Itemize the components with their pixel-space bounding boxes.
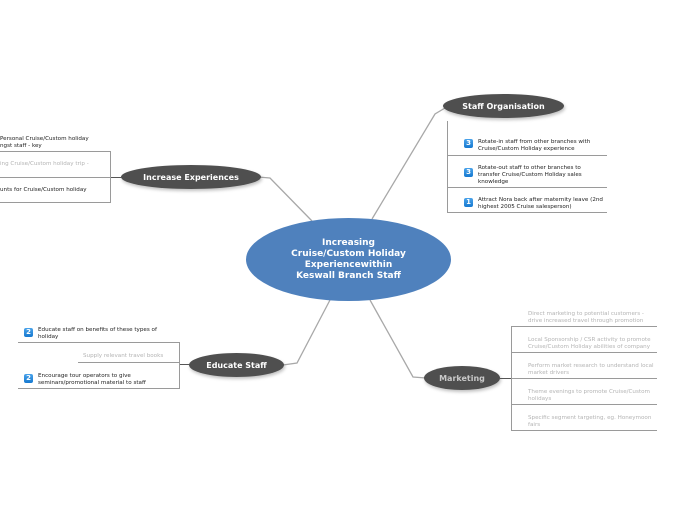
item-text: Attract Nora back after maternity leave … [478,197,603,210]
marketing-item[interactable]: Local Sponsorship / CSR activity to prom… [528,337,651,350]
marketing-item[interactable]: Perform market research to understand lo… [528,363,654,376]
divider [511,404,657,405]
divider [0,202,111,203]
marketing-item[interactable]: Direct marketing to potential customers … [528,311,644,324]
divider [511,352,657,353]
topic-educate-staff[interactable]: Educate Staff [189,353,284,377]
educate-staff-bracket [179,342,180,388]
divider [18,342,180,343]
increase-experiences-item[interactable]: ing Cruise/Custom holiday trip - [0,161,89,167]
divider [0,151,111,152]
marketing-item[interactable]: Specific segment targeting, eg. Honeymoo… [528,415,652,428]
divider [18,388,180,389]
link-increase-experiences [257,176,313,222]
divider [511,378,657,379]
link-staff-organisation [371,107,446,220]
branch-connector [110,177,122,178]
central-line-4: Keswall Branch Staff [296,270,401,281]
item-text: Encourage tour operators to give seminar… [38,373,146,386]
priority-badge: 2 [24,328,33,337]
topic-label: Educate Staff [206,360,267,370]
topic-label: Marketing [439,373,485,383]
educate-staff-item[interactable]: Supply relevant travel books [83,353,164,359]
central-line-1: Increasing [321,237,375,248]
topic-label: Increase Experiences [143,172,239,182]
divider [447,212,607,213]
topic-label: Staff Organisation [462,101,545,111]
staff-organisation-bracket [447,121,448,213]
divider [78,362,180,363]
priority-badge: 1 [464,198,473,207]
central-topic[interactable]: Increasing Cruise/Custom Holiday Experie… [246,218,451,301]
increase-experiences-item[interactable]: Personal Cruise/Custom holiday ngst staf… [0,136,89,149]
divider [511,326,657,327]
central-line-3: Experiencewithin [304,259,393,270]
divider [511,430,657,431]
item-text: Rotate-in staff from other branches with… [478,139,591,152]
divider [447,155,607,156]
central-line-2: Cruise/Custom Holiday [291,248,406,259]
priority-badge: 2 [24,374,33,383]
topic-staff-organisation[interactable]: Staff Organisation [443,94,564,118]
divider [447,187,607,188]
topic-marketing[interactable]: Marketing [424,366,500,390]
branch-connector [179,364,190,365]
branch-connector [499,378,511,379]
topic-increase-experiences[interactable]: Increase Experiences [121,165,261,189]
divider [0,177,111,178]
priority-badge: 3 [464,139,473,148]
increase-experiences-item[interactable]: unts for Cruise/Custom holiday [0,187,87,193]
item-text: Rotate-out staff to other branches to tr… [478,165,582,185]
marketing-item[interactable]: Theme evenings to promote Cruise/Custom … [528,389,650,402]
link-educate-staff [282,299,331,366]
priority-badge: 3 [464,168,473,177]
link-marketing [369,299,427,379]
item-text: Educate staff on benefits of these types… [38,327,157,340]
